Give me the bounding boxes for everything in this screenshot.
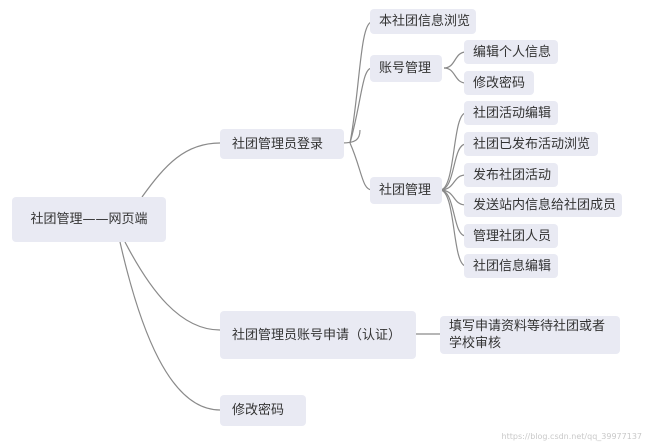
account-change-password: 修改密码 — [464, 71, 534, 95]
login-info-browse: 本社团信息浏览 — [370, 9, 476, 34]
connector-login-trunk — [341, 129, 361, 144]
connector-club-to-c6 — [439, 189, 467, 267]
club-publish-activity: 发布社团活动 — [464, 163, 558, 187]
connector-login-to-info — [349, 21, 373, 144]
connector-account-to-edit — [443, 51, 467, 69]
branch-change-password: 修改密码 — [220, 395, 306, 426]
club-send-message: 发送站内信息给社团成员 — [464, 193, 622, 217]
connector-root-to-apply — [124, 241, 221, 331]
connector-club-to-c2 — [439, 143, 467, 191]
club-activity-edit: 社团活动编辑 — [464, 101, 558, 125]
login-club-manage: 社团管理 — [370, 177, 442, 204]
connector-login-to-account — [349, 67, 373, 144]
club-info-edit: 社团信息编辑 — [464, 254, 558, 278]
apply-fill-form: 填写申请资料等待社团或者学校审核 — [440, 316, 620, 354]
connector-root-to-password — [119, 241, 221, 411]
connector-club-to-c3 — [439, 174, 467, 191]
connector-club-to-c1 — [439, 112, 467, 191]
root-node: 社团管理——网页端 — [12, 197, 166, 242]
club-member-manage: 管理社团人员 — [464, 224, 558, 248]
connector-login-to-club — [349, 142, 373, 191]
connector-root-to-login — [141, 142, 221, 198]
account-edit-profile: 编辑个人信息 — [464, 40, 558, 64]
branch-apply: 社团管理员账号申请（认证） — [220, 311, 416, 359]
branch-login: 社团管理员登录 — [220, 129, 344, 159]
login-account-manage: 账号管理 — [370, 55, 442, 82]
connector-account-to-pwd — [443, 67, 467, 84]
club-published-activity-browse: 社团已发布活动浏览 — [464, 132, 598, 156]
watermark-text: https://blog.csdn.net/qq_39977137 — [501, 432, 642, 441]
